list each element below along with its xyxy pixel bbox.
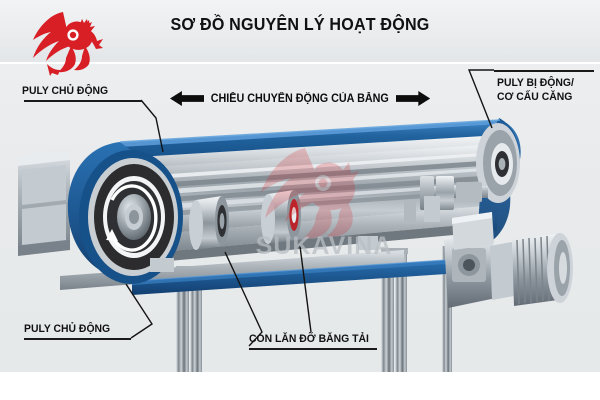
label-drive-pulley-top: PULY CHỦ ĐỘNG [22,85,109,97]
header-band [0,0,600,62]
idler-roller-2 [261,190,301,244]
arrow-left-icon [170,90,205,106]
label-drive-pulley-bottom: PULY CHỦ ĐỘNG [24,323,111,335]
label-idler-roller: CON LĂN ĐỠ BĂNG TẢI [249,333,369,345]
arrow-right-icon [395,90,430,106]
gear-motor-assembly [444,212,573,308]
support-legs [176,246,452,372]
tension-pulley [420,123,520,210]
label-underline-idler-roller [249,348,377,350]
label-underline-drive-bottom [24,338,131,340]
label-underline-tension-pulley [494,70,594,72]
belt-direction-label: CHIỀU CHUYỂN ĐỘNG CỦA BĂNG [210,91,390,105]
footer-band [0,372,600,400]
drive-pulley [79,150,183,284]
page-title: SƠ ĐỒ NGUYÊN LÝ HOẠT ĐỘNG [170,14,430,34]
red-pegasus-logo [33,12,103,76]
pulley-rotation-arrow [106,184,158,252]
label-tension-pulley: PULY BỊ ĐỘNG/ CƠ CẤU CĂNG [497,76,574,104]
frame-brackets [150,196,440,272]
label-tension-pulley-line1: PULY BỊ ĐỘNG/ [497,77,574,89]
leader-lines [125,69,494,347]
idler-roller-1 [189,196,229,250]
label-underline-drive-top [24,100,142,102]
label-tension-pulley-line2: CƠ CẤU CĂNG [497,91,573,103]
belt-direction-indicator: CHIỀU CHUYỂN ĐỘNG CỦA BĂNG [170,86,430,110]
